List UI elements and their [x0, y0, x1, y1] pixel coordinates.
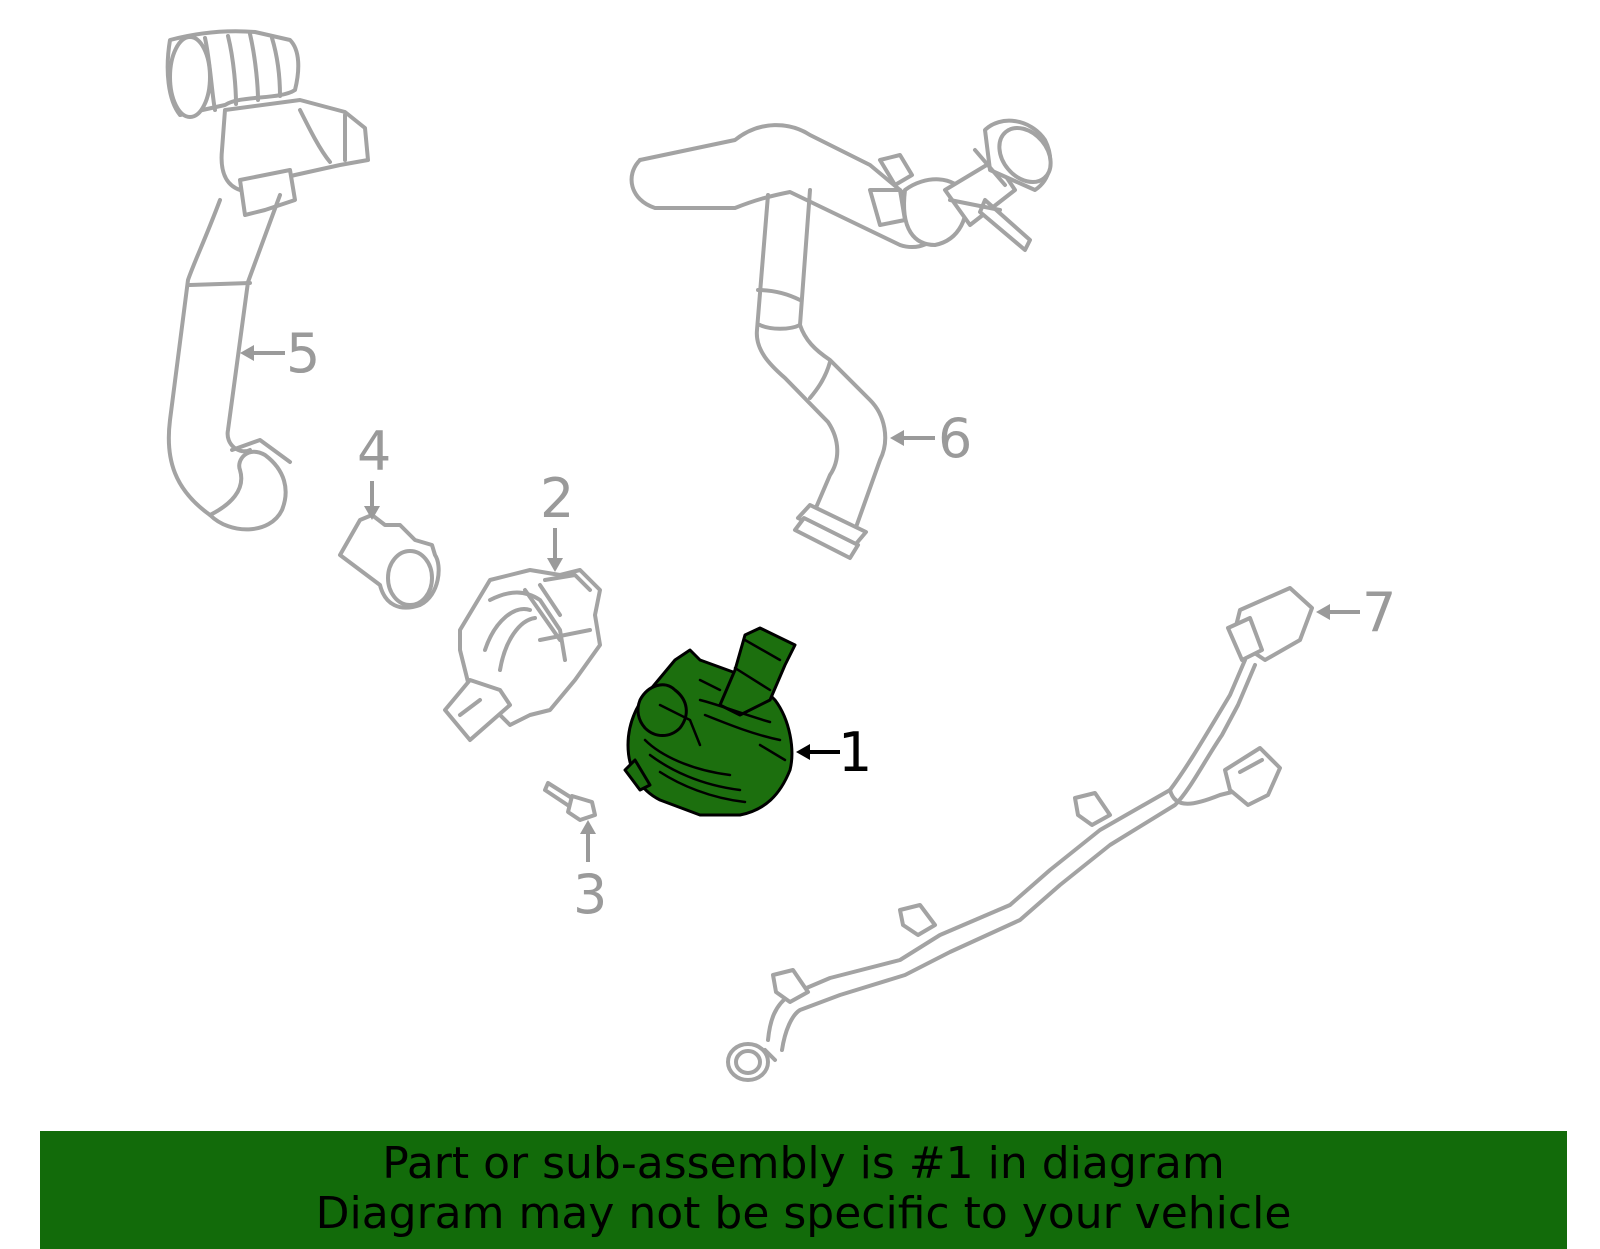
part-6-hose: [629, 118, 1053, 560]
callout-label-4: 4: [357, 420, 391, 483]
callout-label-1: 1: [838, 721, 872, 784]
callout-label-5: 5: [286, 322, 320, 385]
callout-label-6: 6: [938, 407, 972, 470]
callout-4: 4: [357, 420, 391, 520]
callout-5: 5: [240, 322, 320, 385]
part-4-gasket: [338, 513, 441, 610]
part-3-bolt: [543, 781, 597, 822]
callout-label-3: 3: [573, 863, 607, 926]
callout-6: 6: [890, 407, 972, 470]
callout-7: 7: [1316, 581, 1396, 644]
callout-2: 2: [540, 467, 574, 572]
callout-label-7: 7: [1362, 581, 1396, 644]
part-7-wiring-harness: [726, 586, 1314, 1082]
info-banner: Part or sub-assembly is #1 in diagram Di…: [40, 1131, 1567, 1249]
banner-line-1: Part or sub-assembly is #1 in diagram: [382, 1138, 1225, 1189]
part-1-water-pump: [623, 626, 797, 817]
callout-3: 3: [573, 820, 607, 926]
parts-diagram: 1 2 3 4 5 6 7: [165, 29, 1396, 1082]
part-2-housing: [443, 568, 602, 742]
callout-label-2: 2: [540, 467, 574, 530]
banner-line-2: Diagram may not be specific to your vehi…: [315, 1188, 1292, 1239]
callout-1: 1: [796, 721, 872, 784]
part-5-hose: [165, 29, 370, 532]
